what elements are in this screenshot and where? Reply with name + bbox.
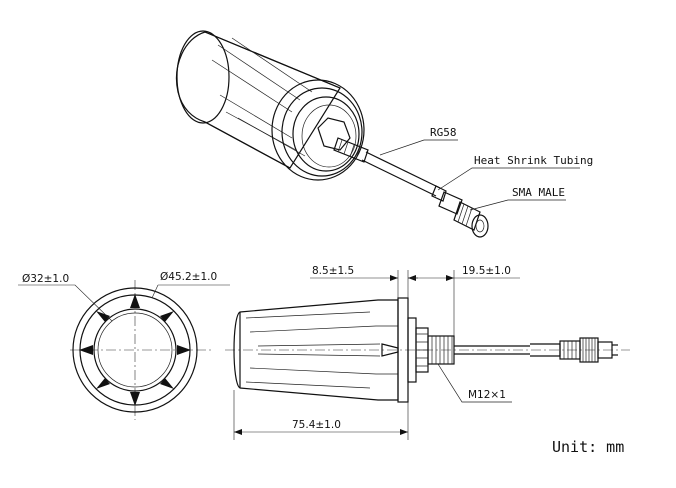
label-cable: RG58: [430, 126, 457, 139]
label-heat-shrink: Heat Shrink Tubing: [474, 154, 593, 167]
unit-label: Unit: mm: [552, 438, 624, 456]
dim-overall-length: 75.4±1.0: [292, 419, 341, 431]
end-view: Ø32±1.0 Ø45.2±1.0: [18, 271, 230, 420]
label-thread-size: M12×1: [468, 389, 506, 401]
isometric-view: RG58 Heat Shrink Tubing SMA MALE: [176, 30, 593, 238]
dim-inner-diameter: Ø32±1.0: [22, 273, 69, 285]
dim-flange: 8.5±1.5: [312, 265, 354, 277]
label-sma-male: SMA MALE: [512, 186, 565, 199]
dim-thread-length: 19.5±1.0: [462, 265, 511, 277]
dim-outer-diameter: Ø45.2±1.0: [160, 271, 217, 283]
side-view: 8.5±1.5 19.5±1.0 75.4±1.0 M12×1: [225, 265, 630, 440]
